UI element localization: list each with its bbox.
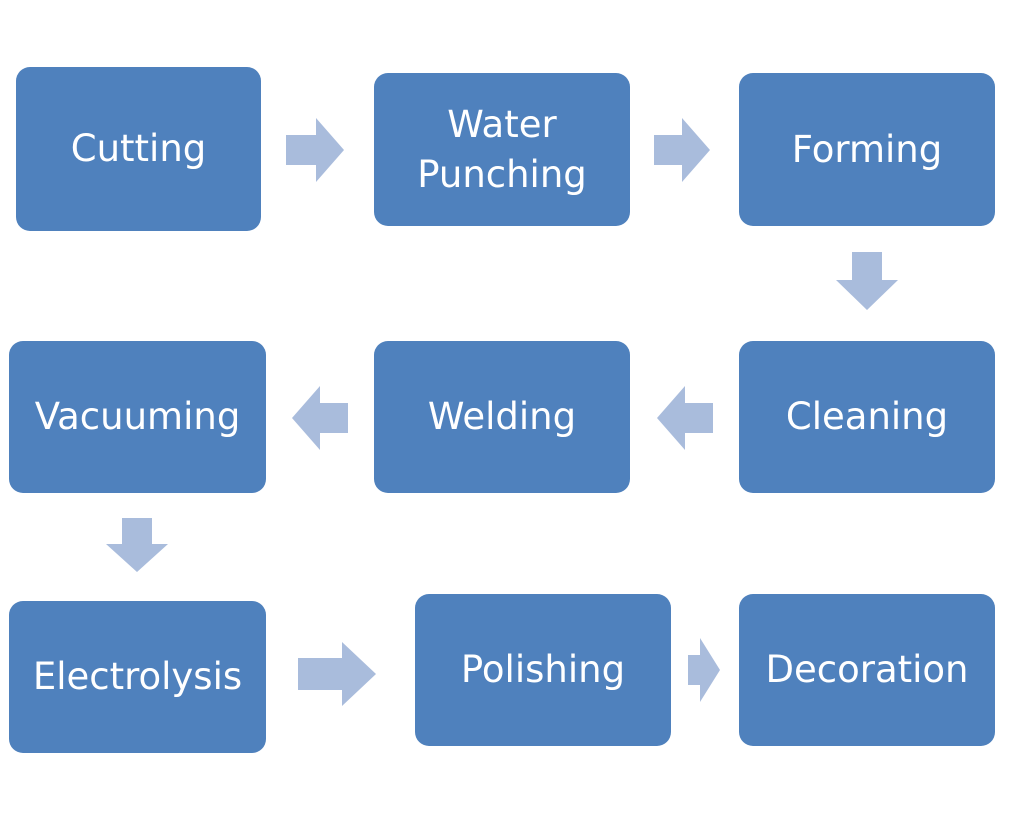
arrow-right-icon xyxy=(654,118,710,182)
arrow-left-icon xyxy=(292,386,348,450)
arrow-left-icon xyxy=(657,386,713,450)
step-decoration: Decoration xyxy=(739,594,995,746)
step-cleaning: Cleaning xyxy=(739,341,995,493)
arrow-down-icon xyxy=(106,518,168,572)
step-welding: Welding xyxy=(374,341,630,493)
step-forming: Forming xyxy=(739,73,995,226)
step-electrolysis: Electrolysis xyxy=(9,601,266,753)
step-polishing: Polishing xyxy=(415,594,671,746)
arrow-right-icon xyxy=(286,118,344,182)
arrow-right-icon xyxy=(298,642,376,706)
arrow-right-icon xyxy=(688,638,720,702)
step-vacuuming: Vacuuming xyxy=(9,341,266,493)
step-water-punching: Water Punching xyxy=(374,73,630,226)
arrow-down-icon xyxy=(836,252,898,310)
step-cutting: Cutting xyxy=(16,67,261,231)
